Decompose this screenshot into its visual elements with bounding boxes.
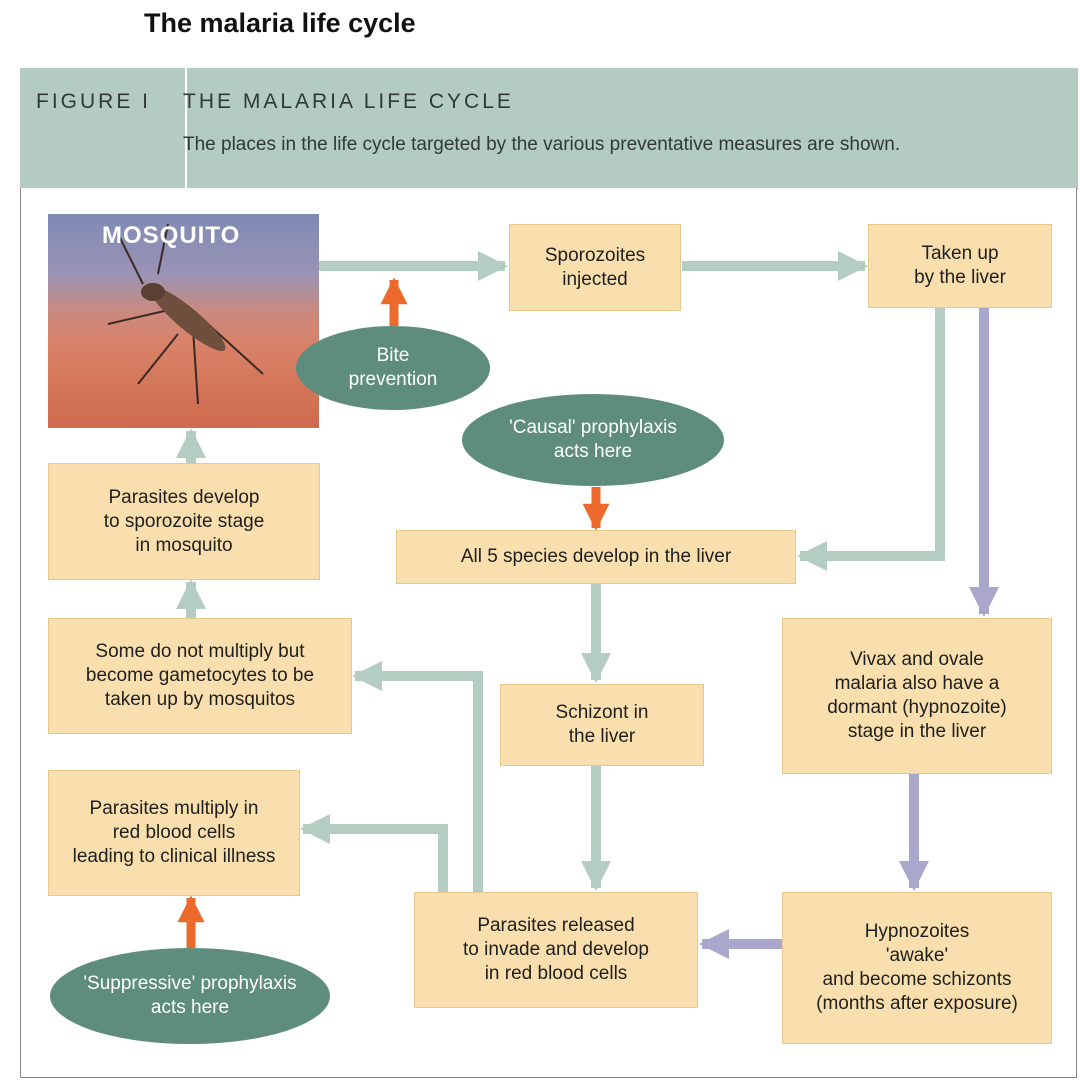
sporozoites-injected-box: Sporozoites injected xyxy=(509,224,681,311)
taken-up-by-liver-box: Taken up by the liver xyxy=(868,224,1052,308)
orange-arrows xyxy=(177,277,610,948)
schizont-in-liver-box: Schizont in the liver xyxy=(500,684,704,766)
teal-arrows xyxy=(176,251,945,892)
figure-label: FIGURE I xyxy=(36,90,152,113)
causal-prophylaxis-oval: 'Causal' prophylaxis acts here xyxy=(462,394,724,486)
hypnozoites-awake-box: Hypnozoites 'awake' and become schizonts… xyxy=(782,892,1052,1044)
bite-prevention-oval: Bite prevention xyxy=(296,326,490,410)
suppressive-prophylaxis-oval: 'Suppressive' prophylaxis acts here xyxy=(50,948,330,1044)
header-divider xyxy=(185,68,187,188)
arrow-liver-to-all-species xyxy=(797,308,945,571)
page-title: The malaria life cycle xyxy=(144,8,416,38)
figure-title: THE MALARIA LIFE CYCLE xyxy=(183,90,514,113)
arrow-released-to-multiply xyxy=(300,814,448,892)
all-species-develop-box: All 5 species develop in the liver xyxy=(396,530,796,584)
vivax-ovale-box: Vivax and ovale malaria also have a dorm… xyxy=(782,618,1052,774)
mosquito-illustration xyxy=(107,223,264,405)
arrow-released-to-gametocytes xyxy=(352,661,483,892)
figure-subtitle: The places in the life cycle targeted by… xyxy=(183,134,901,155)
lavender-arrows xyxy=(699,308,999,959)
parasites-multiply-box: Parasites multiply in red blood cells le… xyxy=(48,770,300,896)
figure-header: FIGURE I THE MALARIA LIFE CYCLE The plac… xyxy=(20,68,1078,189)
mosquito-photo: MOSQUITO xyxy=(48,214,319,428)
parasites-develop-box: Parasites develop to sporozoite stage in… xyxy=(48,463,320,580)
parasites-released-box: Parasites released to invade and develop… xyxy=(414,892,698,1008)
mosquito-label: MOSQUITO xyxy=(102,222,241,249)
gametocytes-box: Some do not multiply but become gametocy… xyxy=(48,618,352,734)
